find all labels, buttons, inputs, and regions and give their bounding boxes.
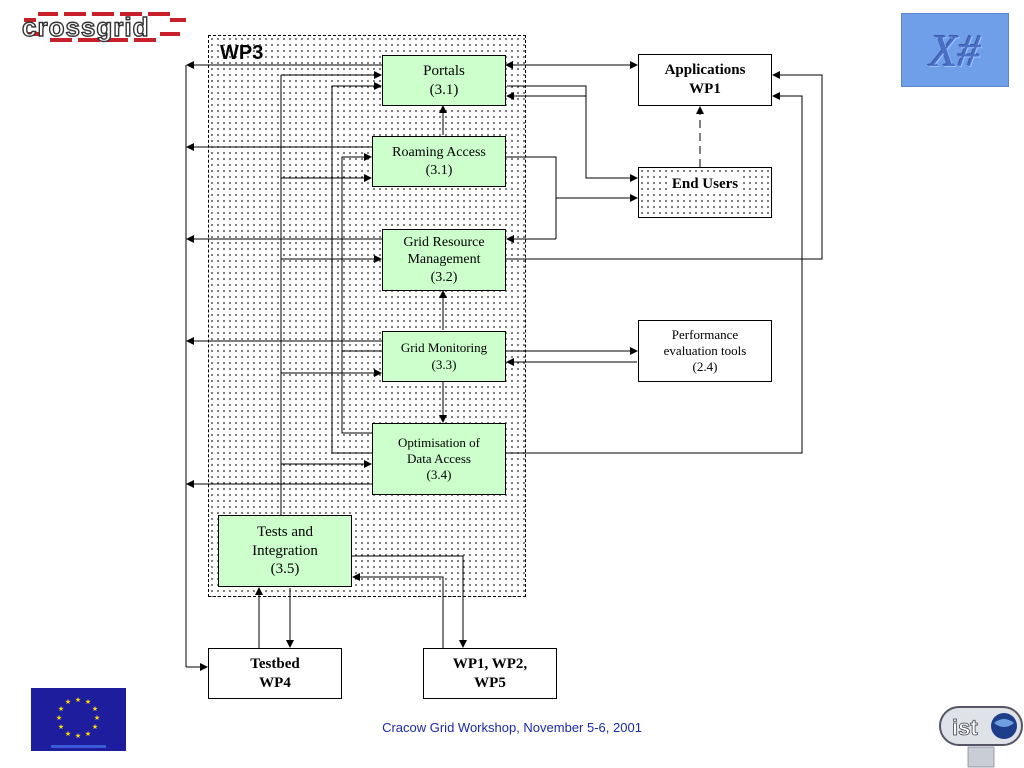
- grid-resource-management-box: Grid Resource Management (3.2): [382, 229, 506, 291]
- svg-text:★: ★: [85, 698, 91, 706]
- end-users-label: End Users: [669, 175, 741, 194]
- wp125-label-2: WP5: [474, 674, 506, 691]
- tests-integration-box: Tests and Integration (3.5): [218, 515, 352, 587]
- ist-logo-icon: ist: [939, 706, 1023, 768]
- end-users-box: End Users: [638, 167, 772, 218]
- testbed-code: WP4: [259, 674, 291, 691]
- optimisation-box: Optimisation of Data Access (3.4): [372, 423, 506, 495]
- roaming-access-code: (3.1): [425, 162, 453, 178]
- testbed-label: Testbed: [250, 655, 300, 672]
- tests-label-1: Tests and: [256, 523, 314, 540]
- performance-label-1: Performance: [671, 326, 739, 342]
- tests-code: (3.5): [270, 561, 300, 578]
- portals-code: (3.1): [429, 81, 459, 98]
- wp3-region: [208, 35, 526, 597]
- svg-text:★: ★: [94, 714, 100, 722]
- performance-label-2: evaluation tools: [663, 342, 747, 358]
- portals-box: Portals (3.1): [382, 55, 506, 106]
- tests-label-2: Integration: [252, 542, 318, 559]
- wp125-label-1: WP1, WP2,: [452, 655, 528, 672]
- optimisation-label-2: Data Access: [407, 450, 471, 466]
- xsharp-logo-icon: X#: [901, 13, 1009, 87]
- optimisation-code: (3.4): [426, 467, 452, 483]
- svg-text:★: ★: [92, 723, 98, 731]
- grid-monitoring-code: (3.3): [431, 356, 457, 372]
- portals-label: Portals: [423, 62, 465, 79]
- svg-text:★: ★: [65, 730, 71, 738]
- svg-text:★: ★: [58, 723, 64, 731]
- grm-code: (3.2): [430, 269, 458, 285]
- eu-flag-icon: ★★★★★★ ★★★★★★: [31, 688, 126, 751]
- applications-code: WP1: [689, 81, 721, 97]
- svg-text:★: ★: [75, 732, 81, 740]
- roaming-access-label: Roaming Access: [392, 145, 486, 160]
- footer-text: Cracow Grid Workshop, November 5-6, 2001: [382, 720, 642, 735]
- applications-label: Applications: [664, 62, 746, 79]
- crossgrid-logo-text: crossgrid: [22, 12, 150, 42]
- ist-logo-text: ist: [952, 715, 978, 740]
- grm-label-2: Management: [407, 252, 481, 268]
- performance-tools-box: Performance evaluation tools (2.4): [638, 320, 772, 382]
- svg-text:★: ★: [85, 730, 91, 738]
- testbed-box: Testbed WP4: [208, 648, 342, 699]
- performance-code: (2.4): [692, 359, 718, 375]
- svg-text:★: ★: [75, 696, 81, 704]
- crossgrid-logo-icon: crossgrid: [20, 10, 195, 44]
- roaming-access-box: Roaming Access (3.1): [372, 136, 506, 187]
- applications-box: Applications WP1: [638, 54, 772, 106]
- grm-label-1: Grid Resource: [403, 234, 485, 250]
- wp3-title: WP3: [220, 42, 264, 64]
- svg-text:★: ★: [92, 705, 98, 713]
- grid-monitoring-label: Grid Monitoring: [400, 340, 488, 356]
- xsharp-logo-text: X#: [929, 24, 981, 76]
- svg-text:★: ★: [56, 714, 62, 722]
- grid-monitoring-box: Grid Monitoring (3.3): [382, 331, 506, 382]
- svg-text:★: ★: [65, 698, 71, 706]
- svg-text:★: ★: [58, 705, 64, 713]
- optimisation-label-1: Optimisation of: [398, 434, 480, 450]
- wp125-box: WP1, WP2, WP5: [423, 648, 557, 699]
